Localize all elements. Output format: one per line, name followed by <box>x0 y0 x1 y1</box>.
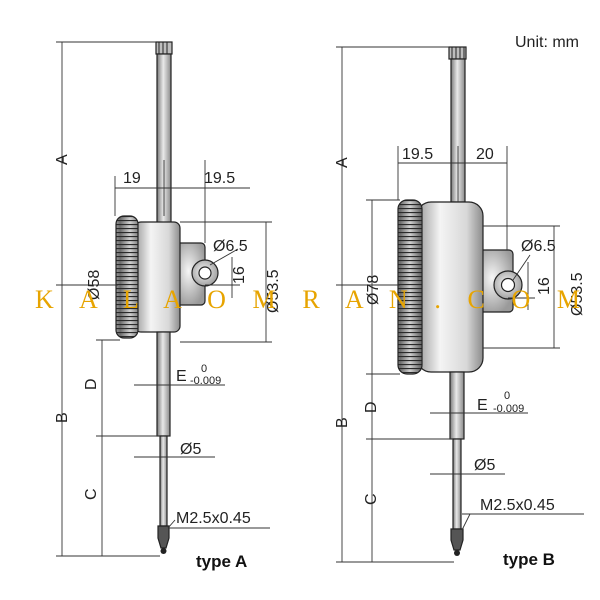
type-a-dim-b: B <box>54 412 71 423</box>
type-a-dim-d6-5: Ø6.5 <box>213 238 248 255</box>
type-b-contact-point <box>450 528 464 551</box>
type-b-dim-a: A <box>334 157 351 168</box>
type-b-dim-e: E <box>477 397 488 414</box>
type-b-dim-d6-5: Ø6.5 <box>521 238 556 255</box>
type-a-dim-19: 19 <box>123 170 141 187</box>
type-a-label: type A <box>196 552 247 571</box>
type-b-gauge <box>397 46 523 556</box>
type-a-contact-point <box>157 525 170 549</box>
type-a-dim-e: E <box>176 368 187 385</box>
type-a-dim-d5: Ø5 <box>180 441 201 458</box>
type-a-dimensions <box>56 41 272 557</box>
type-b-dimensions <box>336 46 584 563</box>
type-a-dim-d58: Ø58 <box>86 270 103 300</box>
type-a-dim-e-upper: 0 <box>201 363 207 375</box>
type-b-dim-thread: M2.5x0.45 <box>480 497 555 514</box>
type-a-dim-d53-5: Ø53.5 <box>265 269 282 313</box>
type-b-spindle <box>452 438 462 530</box>
type-a-dim-19-5: 19.5 <box>204 170 235 187</box>
type-a-bezel <box>115 215 139 339</box>
type-a-dim-thread: M2.5x0.45 <box>176 510 251 527</box>
type-a-dim-a: A <box>54 154 71 165</box>
type-a-body <box>134 221 181 333</box>
type-b-dim-16: 16 <box>536 277 553 295</box>
type-b-dim-e-lower: -0.009 <box>493 403 524 415</box>
type-b-bezel <box>397 199 423 375</box>
type-b-dim-19-5: 19.5 <box>402 146 433 163</box>
type-a-lower-stem <box>156 331 171 437</box>
type-a-gauge <box>115 41 219 554</box>
type-b-dim-e-upper: 0 <box>504 390 510 402</box>
type-b-dim-d: D <box>363 401 380 413</box>
type-b-dim-20: 20 <box>476 146 494 163</box>
type-a-dim-c: C <box>83 488 100 500</box>
unit-label: Unit: mm <box>515 34 579 51</box>
type-a-dim-16: 16 <box>231 266 248 284</box>
type-a-spindle <box>159 435 168 527</box>
type-a-stem-cap <box>155 41 173 55</box>
type-b-dim-d5: Ø5 <box>474 457 495 474</box>
type-b-dim-b: B <box>334 417 351 428</box>
type-b-dim-c: C <box>363 493 380 505</box>
type-b-dim-d78: Ø78 <box>365 275 382 305</box>
type-b-lower-stem <box>449 371 465 440</box>
type-a-dim-d: D <box>83 378 100 390</box>
type-a-dim-e-lower: -0.009 <box>190 375 221 387</box>
type-b-dim-d53-5: Ø53.5 <box>569 272 586 316</box>
type-b-label: type B <box>503 550 555 569</box>
